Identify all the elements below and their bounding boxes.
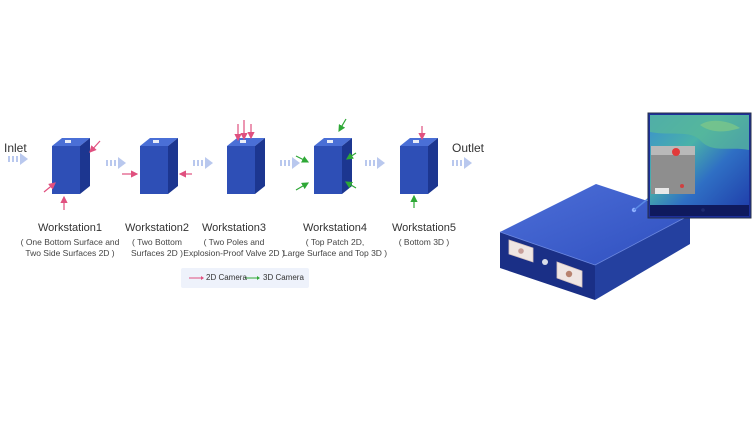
workstation5-desc-line1: ( Bottom 3D ) xyxy=(398,237,450,247)
zoom-pointer xyxy=(631,197,650,213)
battery-cell-ws4 xyxy=(314,138,352,194)
camera-legend: 2D Camera 3D Camera xyxy=(181,268,309,288)
battery-cell-ws2 xyxy=(140,138,178,194)
flow-chevron-3 xyxy=(280,157,300,169)
explosion-proof-valve xyxy=(542,259,548,265)
workstation2-desc-line2: Surfaces 2D ) xyxy=(131,248,183,258)
inspection-zoom-image xyxy=(647,112,752,219)
inlet-label: Inlet xyxy=(4,141,27,155)
flow-chevrons xyxy=(8,153,472,169)
ws4-3d-arrow-upper-left xyxy=(295,155,310,163)
workstation5-title: Workstation5 xyxy=(392,222,456,234)
workstation2-title: Workstation2 xyxy=(125,222,189,234)
workstation4-title: Workstation4 xyxy=(303,222,367,234)
ws1-camera-arrows xyxy=(43,140,101,210)
battery-terminal-right xyxy=(556,261,583,288)
legend-2d-arrowhead xyxy=(201,276,204,280)
ws4-3d-arrow-upper-right xyxy=(346,152,357,160)
battery-cell-ws5 xyxy=(400,138,438,194)
large-battery-side xyxy=(595,215,690,300)
legend-3d-label: 3D Camera xyxy=(263,273,304,282)
large-battery-top xyxy=(500,184,690,265)
workstation1-desc-line1: ( One Bottom Surface and xyxy=(20,237,120,247)
outlet-label: Outlet xyxy=(452,141,485,155)
workstation3-desc-line2: Explosion-Proof Valve 2D ) xyxy=(183,248,285,258)
ws4-3d-arrow-lower-right xyxy=(344,181,357,189)
flow-chevron-outlet xyxy=(452,157,472,169)
ws1-2d-arrow-side-right xyxy=(89,140,101,153)
ws3-camera-arrows xyxy=(234,120,255,142)
legend-2d-label: 2D Camera xyxy=(206,273,247,282)
battery-terminal-left xyxy=(508,239,534,263)
workstation1-title: Workstation1 xyxy=(38,222,102,234)
workstation2-desc-line1: ( Two Bottom xyxy=(132,237,182,247)
ws4-3d-arrow-lower-left xyxy=(295,182,310,191)
flow-chevron-2 xyxy=(193,157,213,169)
legend-arrows xyxy=(189,276,260,280)
ws5-camera-arrows xyxy=(410,126,426,208)
workstation3-description: ( Two Poles and Explosion-Proof Valve 2D… xyxy=(174,237,294,259)
workstation1-desc-line2: Two Side Surfaces 2D ) xyxy=(25,248,115,258)
ws1-2d-arrow-side-left xyxy=(43,182,56,193)
flow-chevron-1 xyxy=(106,157,126,169)
battery-cell-ws3 xyxy=(227,138,265,194)
large-battery-illustration xyxy=(499,184,691,300)
workstation1-description: ( One Bottom Surface and Two Side Surfac… xyxy=(0,237,140,259)
workstation5-description: ( Bottom 3D ) xyxy=(374,237,474,248)
battery-cell-ws1 xyxy=(52,138,90,194)
workstation3-title: Workstation3 xyxy=(202,222,266,234)
ws4-3d-arrow-top xyxy=(338,118,347,133)
ws4-camera-arrows xyxy=(295,118,357,191)
workstation4-desc-line2: Large Surface and Top 3D ) xyxy=(282,248,388,258)
workstation2-description: ( Two Bottom Surfaces 2D ) xyxy=(97,237,217,259)
large-battery-front xyxy=(500,232,595,300)
workstation3-desc-line1: ( Two Poles and xyxy=(203,237,265,247)
workstation4-desc-line1: ( Top Patch 2D, xyxy=(305,237,365,247)
workstation4-description: ( Top Patch 2D, Large Surface and Top 3D… xyxy=(275,237,395,259)
legend-3d-arrowhead xyxy=(257,276,260,280)
flow-chevron-4 xyxy=(365,157,385,169)
